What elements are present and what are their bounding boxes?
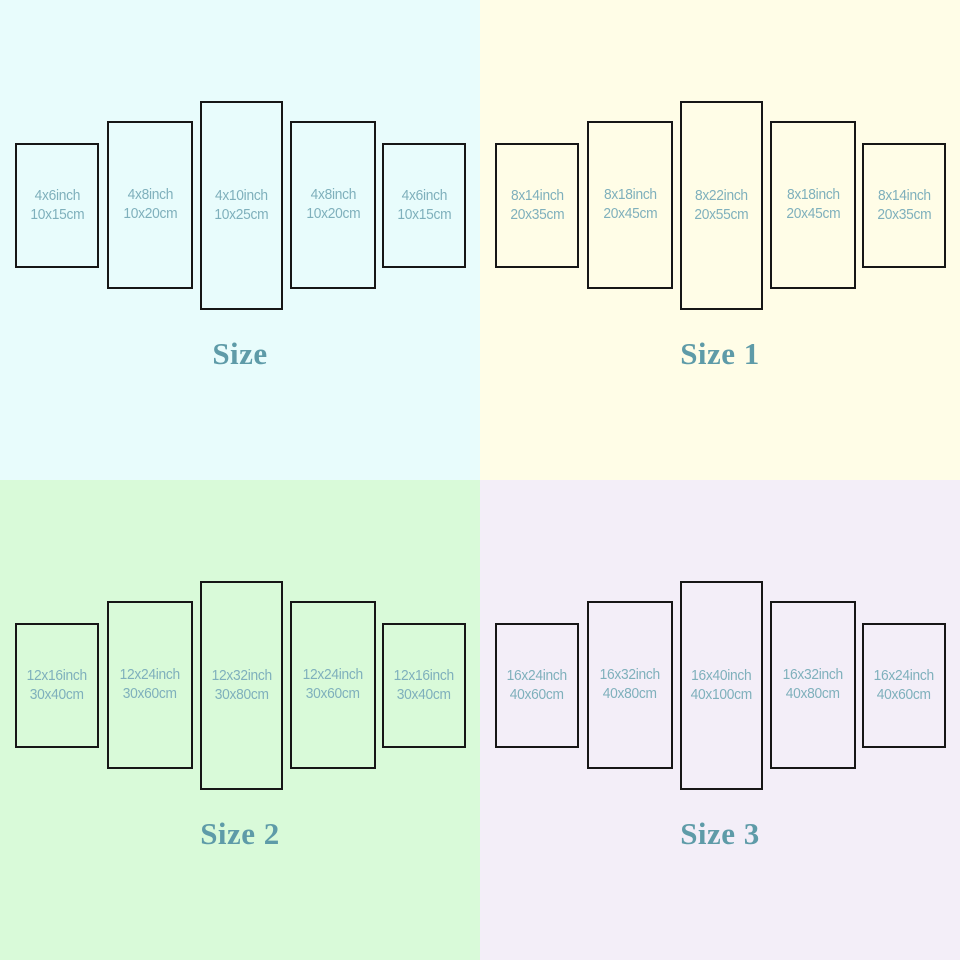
canvas-panel-label: 8x14inch 20x35cm xyxy=(877,187,931,224)
canvas-panel-label: 8x22inch 20x55cm xyxy=(695,187,749,224)
size-variant-panel-3: 16x24inch 40x60cm 16x32inch 40x80cm 16x4… xyxy=(480,480,960,960)
panel-cm: 10x25cm xyxy=(214,206,269,223)
canvas-panel[interactable]: 16x40inch 40x100cm xyxy=(680,581,763,790)
canvas-panel[interactable]: 4x6inch 10x15cm xyxy=(382,143,466,268)
panel-cm: 10x15cm xyxy=(30,206,84,223)
canvas-panel[interactable]: 4x10inch 10x25cm xyxy=(200,101,283,310)
canvas-panel-label: 16x32inch 40x80cm xyxy=(782,666,844,703)
panel-cm: 10x20cm xyxy=(123,206,177,222)
canvas-panel-label: 12x24inch 30x60cm xyxy=(302,666,364,703)
panel-inches: 4x10inch xyxy=(215,187,268,204)
canvas-panel-label: 4x6inch 10x15cm xyxy=(30,187,84,224)
panel-inches: 8x22inch xyxy=(695,187,748,204)
panel-cm: 40x60cm xyxy=(877,686,931,703)
canvas-panel-label: 8x18inch 20x45cm xyxy=(786,186,840,223)
canvas-panel[interactable]: 12x16inch 30x40cm xyxy=(15,623,99,748)
panel-inches: 12x32inch xyxy=(211,667,272,684)
panel-cm: 20x35cm xyxy=(877,206,931,223)
panel-inches: 8x14inch xyxy=(877,187,931,204)
panel-inches: 16x32inch xyxy=(599,667,661,684)
panel-inches: 16x40inch xyxy=(691,667,752,684)
canvas-panel-label: 16x24inch 40x60cm xyxy=(873,667,935,704)
size-variant-title: Size 2 xyxy=(200,816,280,851)
canvas-panel-label: 4x8inch 10x20cm xyxy=(306,186,360,223)
size-variant-title: Size xyxy=(212,336,268,371)
panel-inches: 12x16inch xyxy=(26,667,88,684)
canvas-panel-label: 4x10inch 10x25cm xyxy=(215,187,269,224)
panel-inches: 12x24inch xyxy=(302,667,364,684)
panel-cluster-1: 8x14inch 20x35cm 8x18inch 20x45cm 8x22in… xyxy=(480,0,960,330)
panel-cm: 40x60cm xyxy=(510,686,564,703)
canvas-panel-label: 8x18inch 20x45cm xyxy=(603,186,657,223)
panel-inches: 8x18inch xyxy=(603,187,657,204)
canvas-panel[interactable]: 8x22inch 20x55cm xyxy=(680,101,763,310)
panel-cm: 40x80cm xyxy=(603,686,657,702)
panel-inches: 4x8inch xyxy=(310,187,356,204)
size-variant-panel-1: 8x14inch 20x35cm 8x18inch 20x45cm 8x22in… xyxy=(480,0,960,480)
canvas-panel-label: 12x32inch 30x80cm xyxy=(211,667,272,704)
panel-inches: 12x24inch xyxy=(119,667,181,684)
panel-cm: 30x40cm xyxy=(397,686,451,703)
size-variant-panel-0: 4x6inch 10x15cm 4x8inch 10x20cm 4x10inch… xyxy=(0,0,480,480)
panel-cm: 30x80cm xyxy=(214,686,269,703)
canvas-panel-label: 4x8inch 10x20cm xyxy=(123,186,177,223)
canvas-panel[interactable]: 16x24inch 40x60cm xyxy=(862,623,946,748)
panel-inches: 16x32inch xyxy=(782,667,844,684)
canvas-panel[interactable]: 16x32inch 40x80cm xyxy=(770,601,856,769)
panel-cm: 20x35cm xyxy=(510,206,564,223)
panel-cm: 30x40cm xyxy=(30,686,84,703)
panel-inches: 4x8inch xyxy=(127,187,173,204)
canvas-panel[interactable]: 4x8inch 10x20cm xyxy=(107,121,193,289)
panel-cm: 40x80cm xyxy=(786,686,840,702)
canvas-panel[interactable]: 12x16inch 30x40cm xyxy=(382,623,466,748)
panel-inches: 16x24inch xyxy=(873,667,935,684)
panel-inches: 12x16inch xyxy=(393,667,455,684)
panel-inches: 4x6inch xyxy=(34,187,80,204)
canvas-panel-label: 12x16inch 30x40cm xyxy=(26,667,88,704)
panel-cluster-0: 4x6inch 10x15cm 4x8inch 10x20cm 4x10inch… xyxy=(0,0,480,330)
canvas-panel[interactable]: 8x14inch 20x35cm xyxy=(495,143,579,268)
panel-inches: 4x6inch xyxy=(401,187,447,204)
size-variant-title: Size 1 xyxy=(680,336,760,371)
panel-cm: 20x55cm xyxy=(694,206,749,223)
canvas-panel-label: 16x24inch 40x60cm xyxy=(506,667,568,704)
canvas-panel-label: 12x16inch 30x40cm xyxy=(393,667,455,704)
panel-inches: 8x18inch xyxy=(786,187,840,204)
canvas-panel[interactable]: 16x32inch 40x80cm xyxy=(587,601,673,769)
canvas-panel[interactable]: 12x24inch 30x60cm xyxy=(107,601,193,769)
panel-cm: 10x15cm xyxy=(397,206,451,223)
canvas-panel[interactable]: 8x18inch 20x45cm xyxy=(587,121,673,289)
panel-inches: 16x24inch xyxy=(506,667,568,684)
panel-cm: 20x45cm xyxy=(786,206,840,222)
size-variant-title: Size 3 xyxy=(680,816,760,851)
panel-cm: 10x20cm xyxy=(306,206,360,222)
panel-cm: 40x100cm xyxy=(690,686,753,703)
panel-cm: 20x45cm xyxy=(603,206,657,222)
canvas-panel[interactable]: 12x32inch 30x80cm xyxy=(200,581,283,790)
panel-cluster-2: 12x16inch 30x40cm 12x24inch 30x60cm 12x3… xyxy=(0,480,480,810)
canvas-panel-label: 12x24inch 30x60cm xyxy=(119,666,181,703)
canvas-panel[interactable]: 12x24inch 30x60cm xyxy=(290,601,376,769)
canvas-panel[interactable]: 16x24inch 40x60cm xyxy=(495,623,579,748)
panel-cm: 30x60cm xyxy=(306,686,360,702)
canvas-panel[interactable]: 4x8inch 10x20cm xyxy=(290,121,376,289)
size-variant-panel-2: 12x16inch 30x40cm 12x24inch 30x60cm 12x3… xyxy=(0,480,480,960)
canvas-panel-label: 16x32inch 40x80cm xyxy=(599,666,661,703)
panel-cluster-3: 16x24inch 40x60cm 16x32inch 40x80cm 16x4… xyxy=(480,480,960,810)
canvas-panel-label: 16x40inch 40x100cm xyxy=(690,667,753,704)
canvas-panel[interactable]: 8x18inch 20x45cm xyxy=(770,121,856,289)
panel-inches: 8x14inch xyxy=(510,187,564,204)
canvas-panel[interactable]: 8x14inch 20x35cm xyxy=(862,143,946,268)
canvas-panel[interactable]: 4x6inch 10x15cm xyxy=(15,143,99,268)
canvas-panel-label: 4x6inch 10x15cm xyxy=(397,187,451,224)
panel-cm: 30x60cm xyxy=(123,686,177,702)
canvas-panel-label: 8x14inch 20x35cm xyxy=(510,187,564,224)
